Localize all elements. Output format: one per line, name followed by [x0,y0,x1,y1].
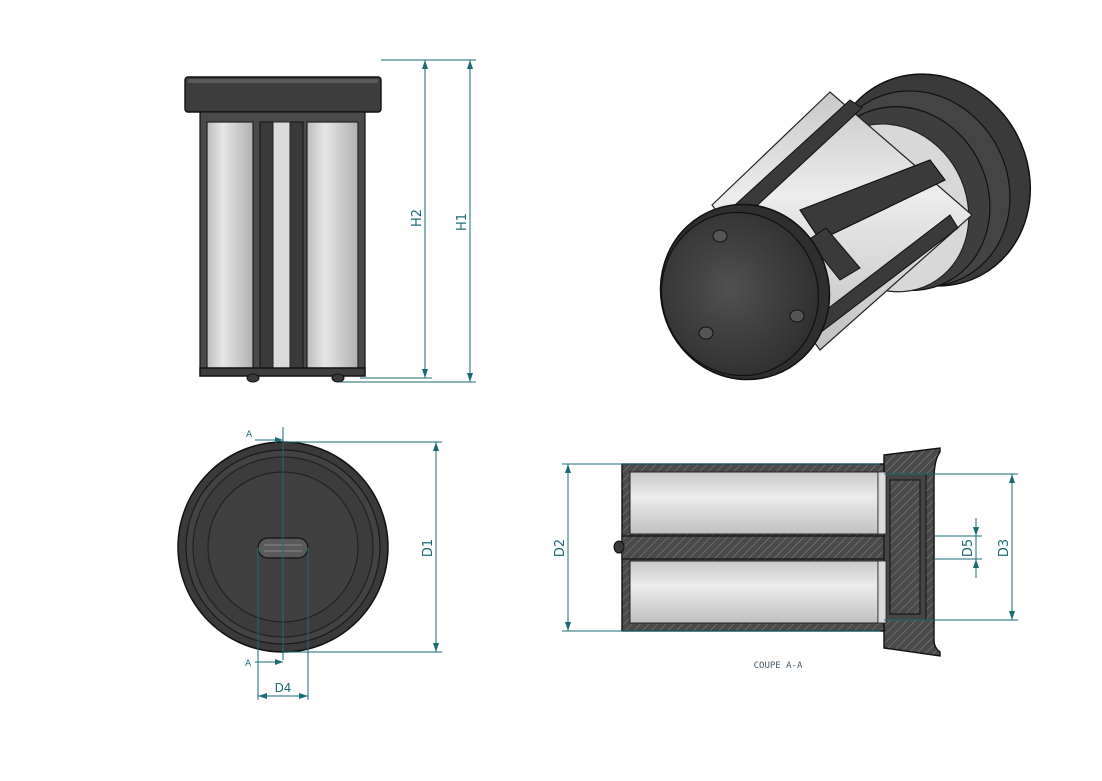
section-flange-glass-top [877,471,887,535]
section-mark-bottom: A [245,659,252,669]
d2-label: D2 [553,539,568,557]
front-window-left [206,121,254,369]
front-foot-left [246,373,260,383]
front-view: H2 H1 [184,59,476,383]
front-window-right [306,121,359,369]
section-blade-tip [613,540,625,554]
iso-inner-rib [807,227,861,281]
h2-label: H2 [410,209,425,227]
front-bottom-rim [199,367,366,377]
top-view: A A D1 D4 [177,427,442,700]
d4-label: D4 [275,681,292,695]
section-view: D2 D3 D5 COUPE A-A [553,447,1018,671]
section-window-top [629,471,879,535]
isometric-view [659,73,1032,381]
front-rib-left [259,121,274,369]
iso-inner-blade [799,159,946,241]
section-caption: COUPE A-A [754,661,803,671]
front-rib-right [289,121,304,369]
d3-label: D3 [997,539,1012,557]
d5-label: D5 [961,539,976,557]
section-arrow-bottom-head [275,659,283,665]
front-foot-right [331,373,345,383]
front-window-center [272,121,291,369]
front-cap-highlight [188,79,378,83]
h1-label: H1 [455,213,470,231]
section-flange-glass-bottom [877,560,887,624]
d1-label: D1 [421,539,436,557]
iso-rivet-top [712,229,728,243]
iso-rivet-right [789,309,805,323]
section-window-bottom [629,560,879,624]
d5-arrows [973,527,979,568]
iso-rivet-bottom [698,326,714,340]
section-flange-core [889,479,921,615]
section-arrow-top-head [275,437,283,443]
section-mark-top: A [246,430,253,440]
